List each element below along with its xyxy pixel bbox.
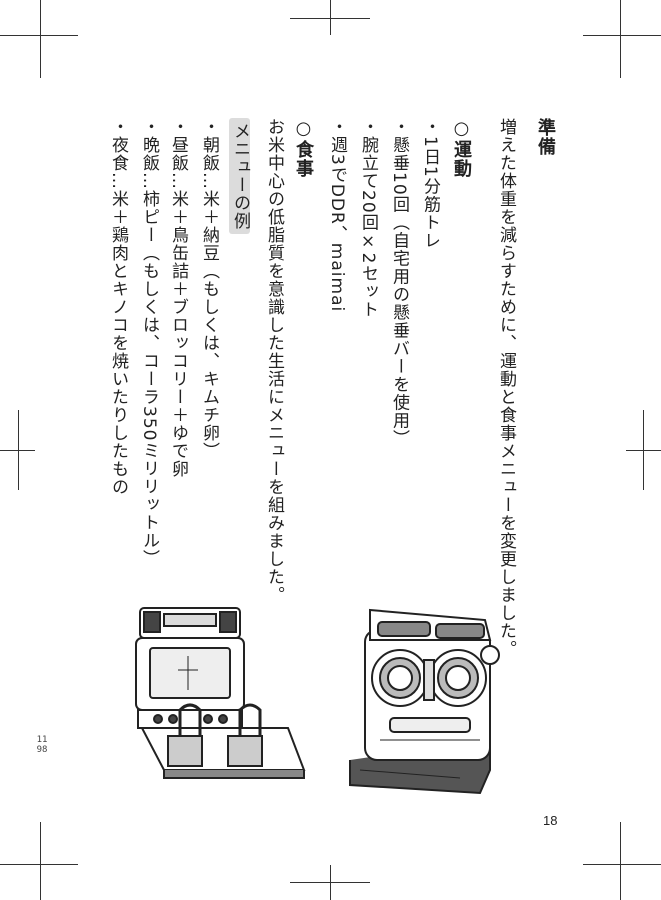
register-mark xyxy=(18,410,19,490)
exercise-item: ・懸垂10回（自宅用の懸垂バーを使用） xyxy=(389,118,409,448)
menu-item: ・夜食…米＋鶏肉とキノコを焼いたりしたもの xyxy=(108,118,128,496)
exercise-item: ・腕立て20回×2セット xyxy=(358,118,378,319)
crop-mark xyxy=(0,35,78,36)
crop-mark xyxy=(40,822,41,900)
exercise-heading: ○運動 xyxy=(451,118,472,178)
register-mark xyxy=(0,450,35,451)
register-mark xyxy=(330,865,331,900)
ddr-machine-illustration xyxy=(135,607,306,779)
section-title: 準備 xyxy=(535,118,556,156)
maimai-machine-illustration xyxy=(349,608,500,795)
register-mark xyxy=(643,410,644,490)
menu-label: メニューの例 xyxy=(229,118,250,234)
exercise-item: ・週3でDDR、maimai xyxy=(327,118,347,313)
food-description: お米中心の低脂質を意識した生活にメニューを組みました。 xyxy=(264,118,284,604)
register-mark xyxy=(330,0,331,35)
margin-note: 11 98 xyxy=(36,735,48,755)
crop-mark xyxy=(620,0,621,78)
menu-item: ・朝飯…米＋納豆（もしくは、キムチ卵） xyxy=(199,118,219,460)
page-number: 18 xyxy=(543,813,558,828)
crop-mark xyxy=(583,35,661,36)
crop-mark xyxy=(620,822,621,900)
crop-mark xyxy=(0,864,78,865)
menu-item: ・晩飯…柿ピー（もしくは、コーラ350ミリリットル） xyxy=(139,118,159,568)
exercise-item: ・1日1分筋トレ xyxy=(420,118,440,250)
menu-item: ・昼飯…米＋鳥缶詰＋ブロッコリー＋ゆで卵 xyxy=(168,118,188,478)
crop-mark xyxy=(40,0,41,78)
crop-mark xyxy=(583,864,661,865)
intro-text: 増えた体重を減らすために、運動と食事メニューを変更しました。 xyxy=(496,118,516,658)
food-heading: ○食事 xyxy=(293,118,314,178)
